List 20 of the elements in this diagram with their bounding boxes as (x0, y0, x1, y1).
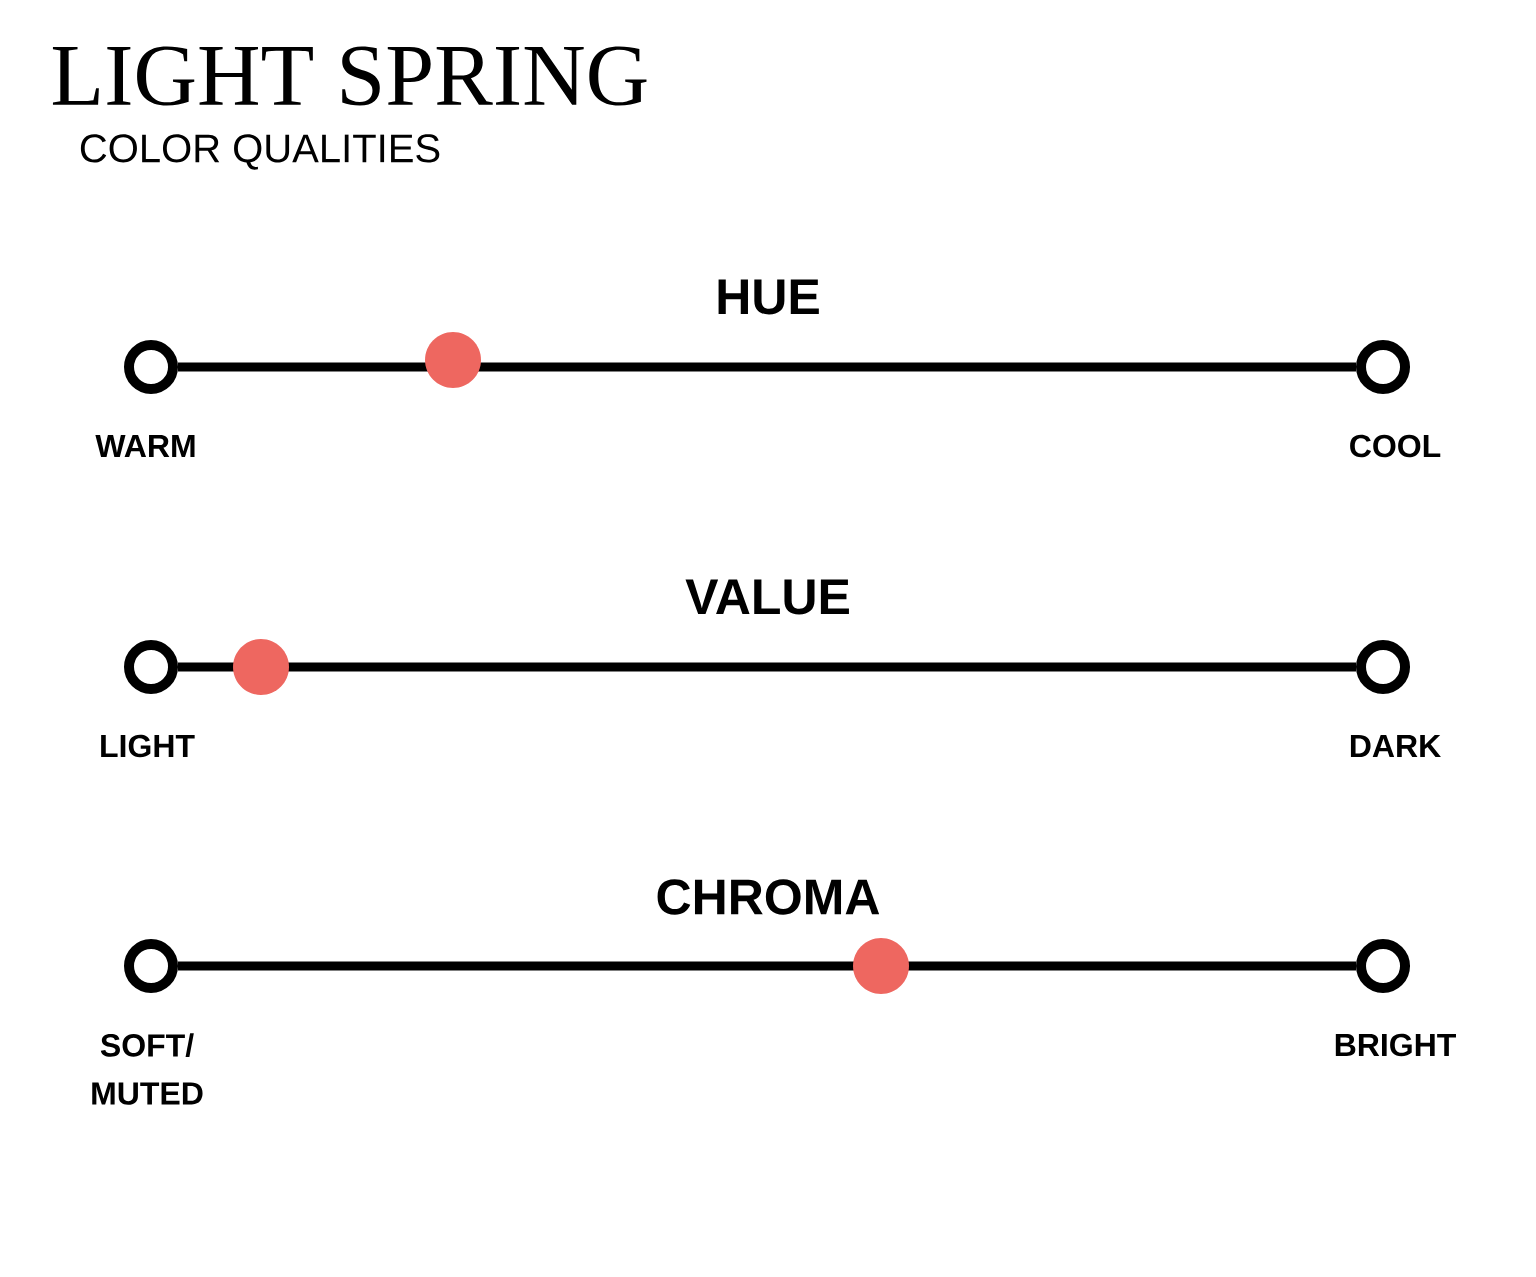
scale-end-circle (1356, 339, 1410, 394)
scale-heading: HUE (718, 279, 819, 315)
scale-end-circle (124, 339, 178, 394)
end-label: WARM (95, 434, 195, 457)
scale-heading: VALUE (685, 579, 849, 615)
scale-end-circle (124, 939, 178, 993)
scale-end-circle (1356, 640, 1410, 694)
end-label: DARK (1350, 734, 1441, 757)
scale-end-circle (124, 640, 178, 694)
end-label: LIGHT (101, 734, 195, 758)
end-label: SOFT/ MUTED (92, 1033, 203, 1105)
subtitle: COLOR QUALITIES (80, 134, 440, 170)
scale-heading: CHROMA (657, 879, 880, 915)
end-label: BRIGHT (1335, 1033, 1456, 1057)
scale-end-circle (1356, 939, 1410, 993)
title: LIGHT SPRING (52, 46, 647, 106)
end-label: COOL (1350, 434, 1441, 458)
scale-line (178, 362, 1356, 372)
scale-line (178, 961, 1356, 971)
scale-line (178, 662, 1356, 672)
